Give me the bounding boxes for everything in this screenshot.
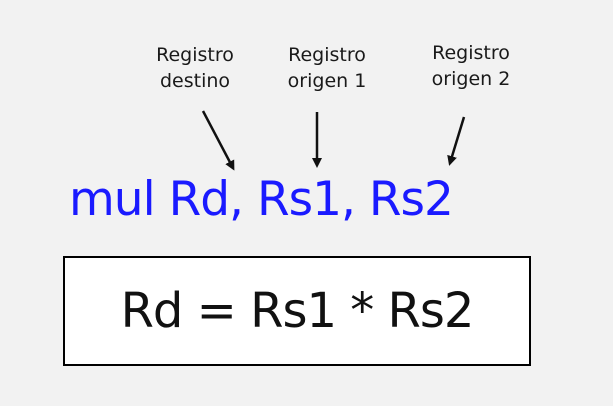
label-registro-origen-1: Registro origen 1 (277, 42, 377, 94)
label-line: Registro (432, 42, 510, 64)
instruction-text: mul Rd, Rs1, Rs2 (69, 172, 454, 227)
label-registro-origen-2: Registro origen 2 (421, 40, 521, 92)
label-line: Registro (156, 44, 234, 66)
label-registro-destino: Registro destino (145, 42, 245, 94)
label-line: origen 2 (431, 68, 511, 90)
label-line: destino (159, 70, 231, 92)
arrow-origen-2 (447, 116, 466, 166)
arrow-destino (201, 110, 235, 171)
formula-box: Rd = Rs1 * Rs2 (63, 256, 531, 366)
label-line: Registro (288, 44, 366, 66)
formula-text: Rd = Rs1 * Rs2 (120, 283, 475, 339)
label-line: origen 1 (287, 70, 367, 92)
